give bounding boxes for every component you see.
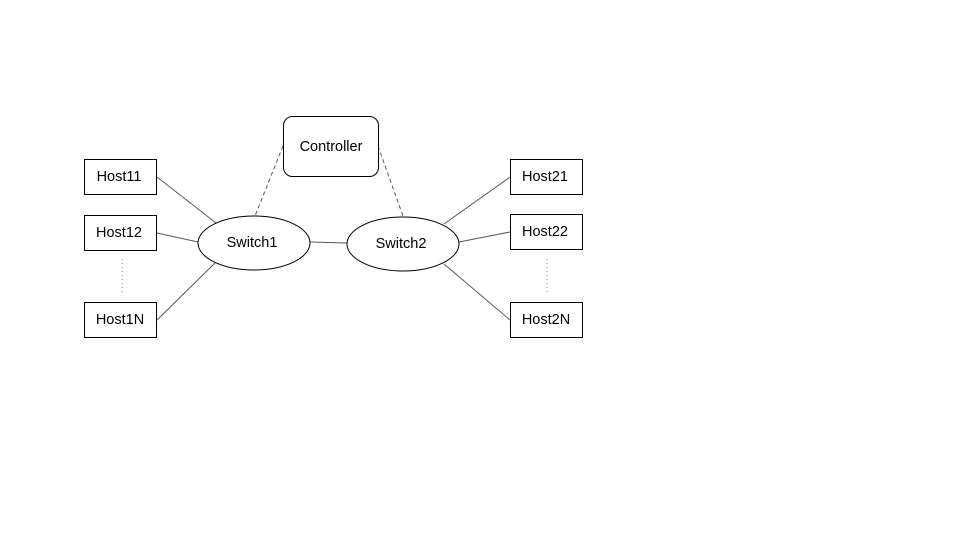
host22-label: Host22 — [522, 224, 568, 240]
host21-label: Host21 — [522, 169, 568, 185]
host22-node[interactable]: Host22 — [510, 214, 583, 250]
controller-node[interactable]: Controller — [283, 116, 379, 177]
host11-node[interactable]: Host11 — [84, 159, 157, 195]
edge-switch1-switch2 — [309, 241, 348, 244]
edge-switch2-host2n — [443, 263, 511, 321]
host1n-node[interactable]: Host1N — [84, 302, 157, 338]
edge-host1n-switch1 — [156, 262, 216, 321]
switch2-node[interactable]: Switch2 — [346, 216, 460, 272]
switch1-label: Switch1 — [227, 235, 278, 251]
switch1-node[interactable]: Switch1 — [197, 215, 311, 271]
host21-node[interactable]: Host21 — [510, 159, 583, 195]
edge-controller-switch1 — [254, 145, 284, 217]
host11-label: Host11 — [97, 169, 142, 185]
edge-host11-switch1 — [156, 176, 217, 224]
controller-label: Controller — [300, 139, 363, 155]
host12-node[interactable]: Host12 — [84, 215, 157, 251]
host1n-label: Host1N — [96, 312, 144, 328]
edge-controller-switch2 — [377, 145, 404, 217]
switch2-label: Switch2 — [376, 236, 427, 252]
host12-label: Host12 — [96, 225, 142, 241]
edge-switch2-host21 — [443, 176, 511, 225]
host2n-node[interactable]: Host2N — [510, 302, 583, 338]
edge-switch2-host22 — [458, 231, 511, 243]
host2n-label: Host2N — [522, 312, 570, 328]
edge-host12-switch1 — [156, 232, 199, 243]
